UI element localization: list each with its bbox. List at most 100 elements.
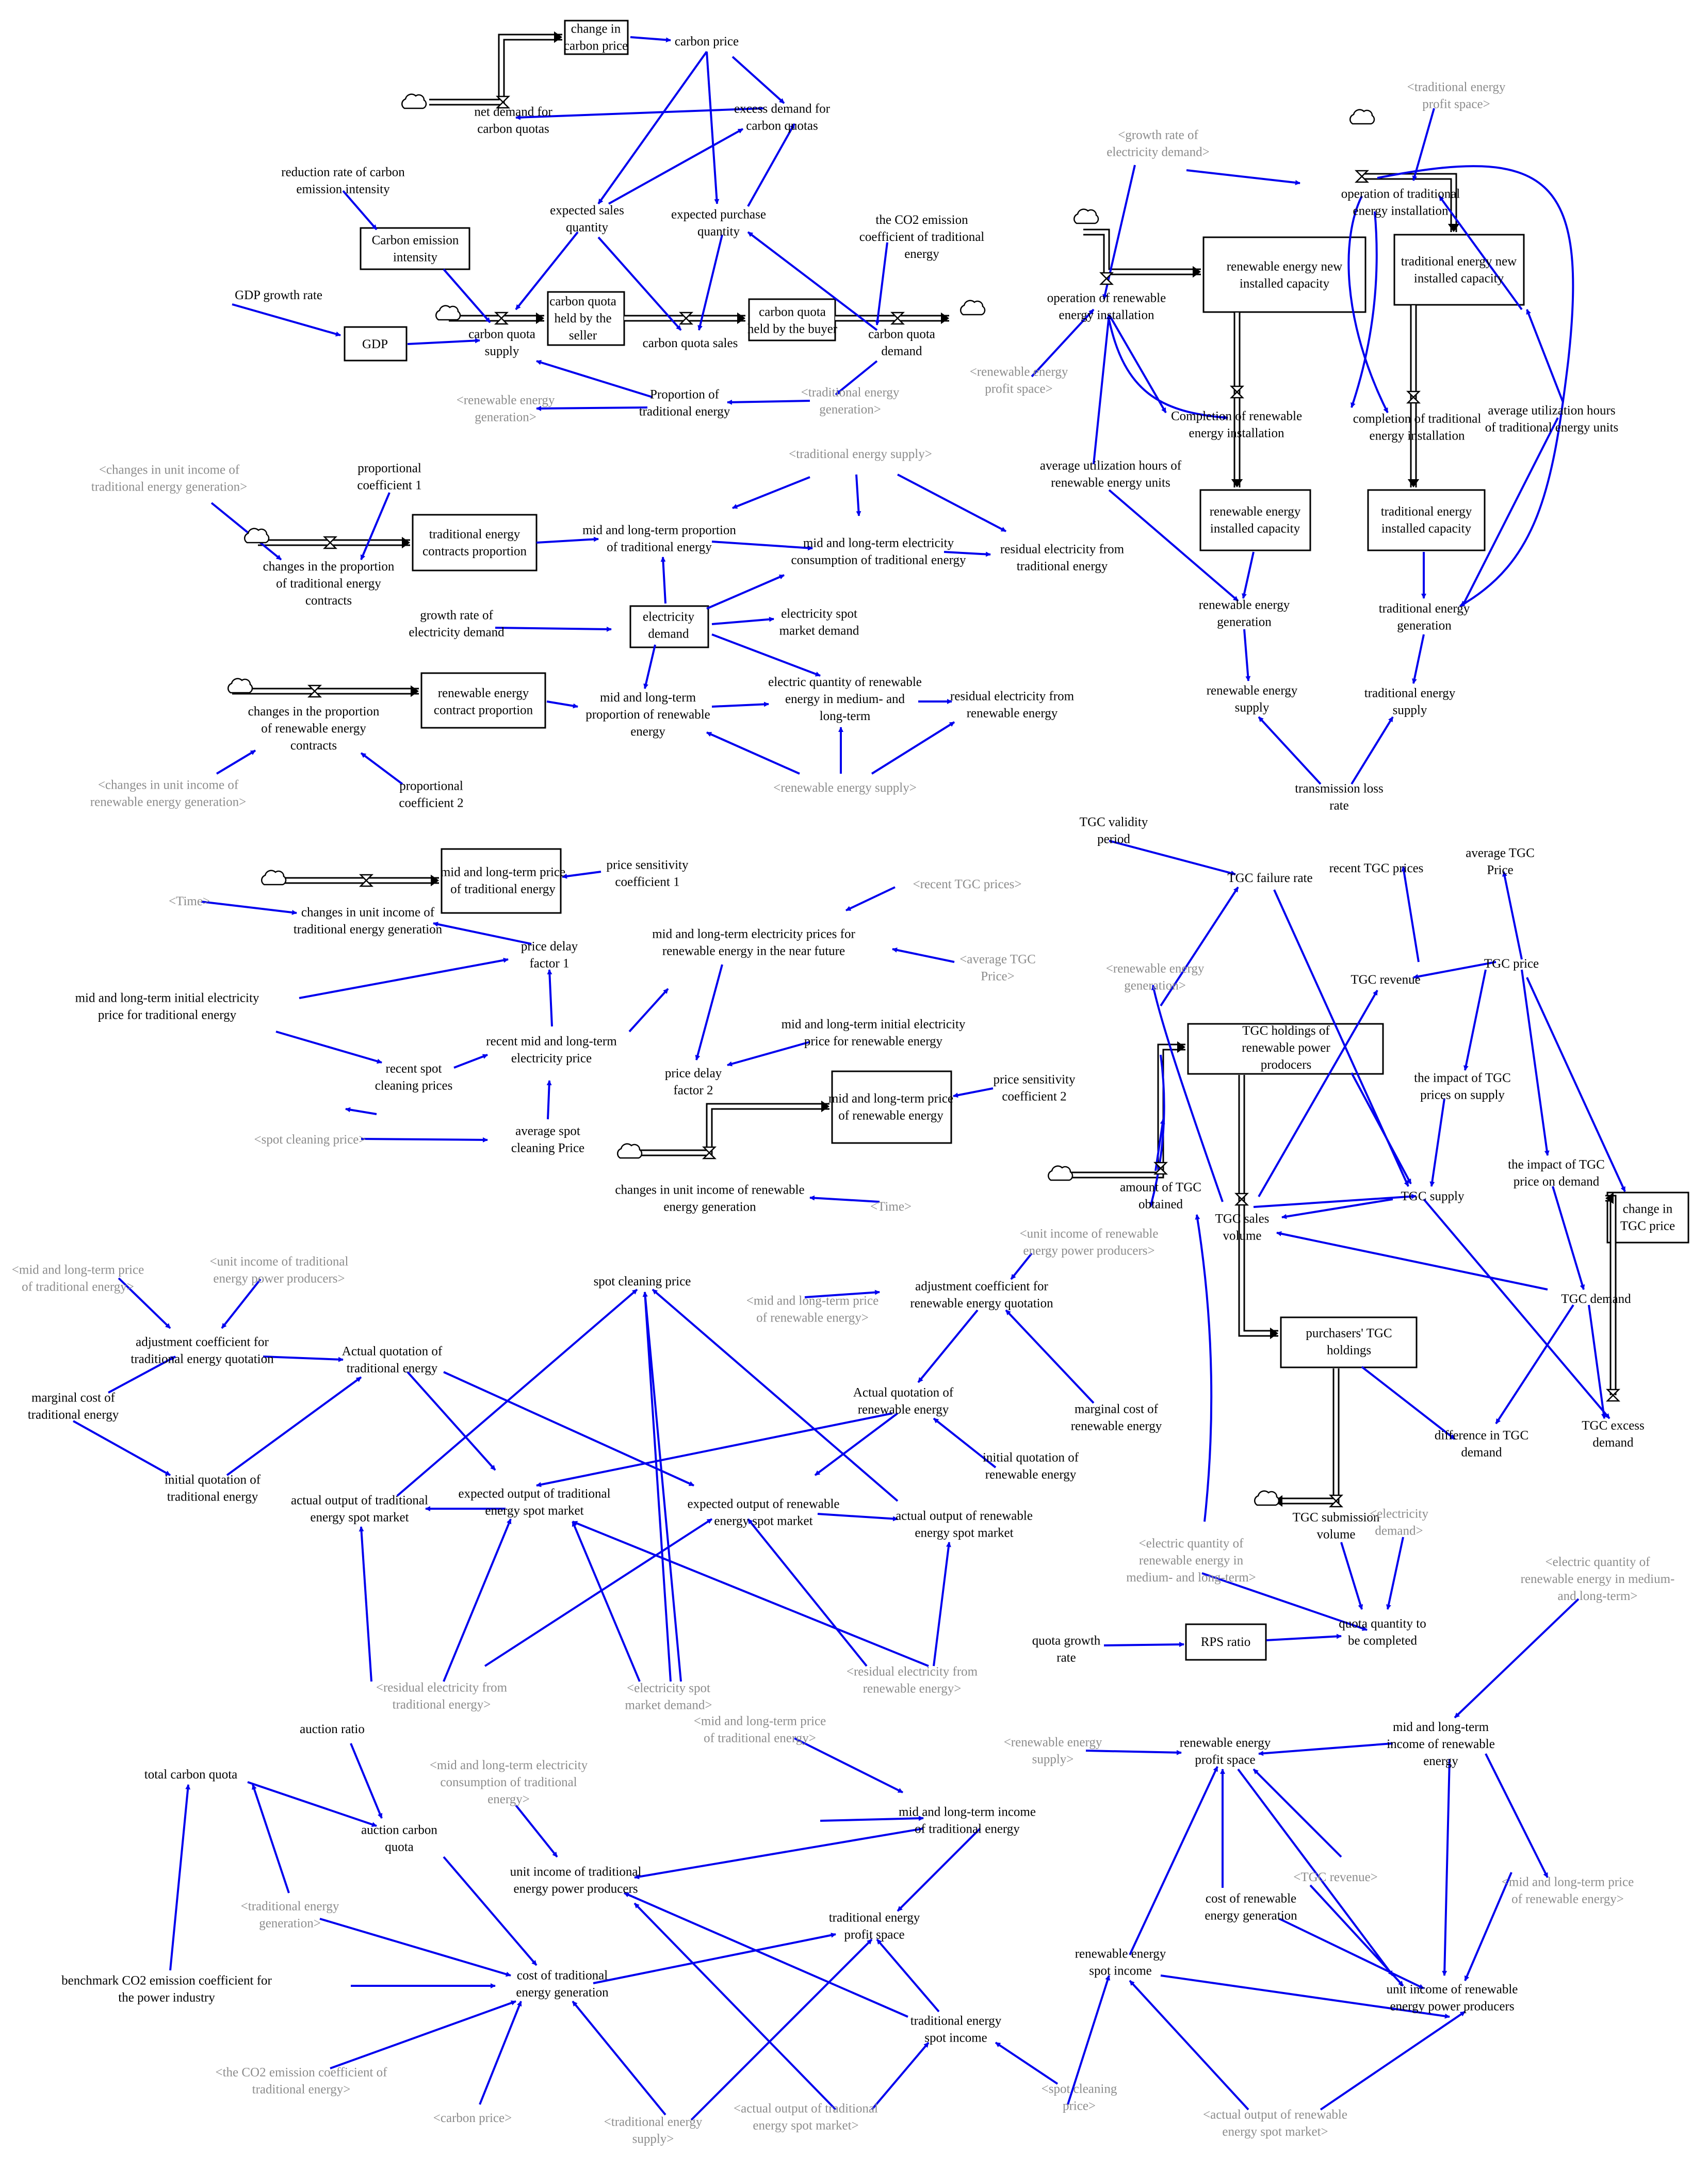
flow-arrowhead: [1193, 266, 1201, 278]
causal-link: [1463, 969, 1487, 1071]
causal-link: [536, 405, 648, 411]
causal-link: [747, 123, 795, 207]
var-tgc-revenue: TGC revenue: [1351, 973, 1420, 987]
stock-box-change-tgc-price: [1606, 1191, 1689, 1244]
causal-link: [1253, 1194, 1417, 1208]
causal-link: [1552, 1186, 1585, 1290]
valve-icon: [307, 684, 322, 698]
causal-link: [263, 1356, 344, 1362]
causal-link: [817, 1513, 898, 1522]
var-total-carbon-quota: total carbon quota: [144, 1768, 238, 1782]
stock-box-carbon-emission-intensity: [360, 227, 470, 270]
causal-link: [871, 721, 955, 775]
causal-link: [1401, 866, 1420, 962]
causal-link: [1186, 169, 1300, 185]
causal-link: [804, 1289, 880, 1298]
causal-link: [443, 1519, 512, 1682]
causal-link: [1108, 319, 1228, 420]
flow-arrowhead: [402, 536, 410, 549]
flow-arrowhead: [1605, 1192, 1614, 1204]
causal-link: [1429, 1098, 1445, 1187]
causal-link: [1351, 716, 1394, 785]
cloud-icon: [243, 528, 270, 544]
causal-link: [1340, 1542, 1363, 1610]
causal-link: [221, 1278, 262, 1329]
flow-arrowhead: [554, 31, 562, 43]
causal-link: [453, 1054, 488, 1069]
valve-icon: [1605, 1389, 1621, 1402]
causal-link: [1237, 1768, 1394, 1977]
causal-link: [361, 1137, 488, 1142]
causal-link: [1361, 1366, 1456, 1440]
valve-icon: [495, 95, 511, 109]
causal-link: [359, 1526, 372, 1682]
cloud-icon: [616, 1143, 643, 1159]
causal-link: [897, 1827, 981, 1912]
causal-link: [1108, 314, 1167, 414]
causal-link: [360, 492, 391, 560]
causal-link: [608, 128, 743, 205]
causal-link: [1464, 1872, 1512, 1981]
flow-pipe-core: [1274, 1368, 1338, 1503]
flow-arrowhead: [737, 312, 745, 324]
var-auction-ratio: auction ratio: [300, 1722, 365, 1736]
causal-link: [1495, 1304, 1574, 1425]
causal-link: [330, 2000, 516, 2069]
causal-link: [536, 360, 653, 398]
causal-link: [933, 1417, 997, 1468]
causal-link: [546, 1080, 552, 1120]
stock-box-traditional-installed: [1367, 489, 1486, 551]
causal-link: [871, 2042, 930, 2111]
causal-link: [299, 957, 509, 999]
flow-pipe-core: [1083, 230, 1201, 274]
causal-link: [624, 1892, 908, 2018]
causal-link: [1258, 716, 1322, 785]
flow-arrowhead: [1231, 479, 1243, 487]
cloud-icon: [401, 93, 427, 109]
flow-pipe: [1083, 228, 1201, 275]
causal-link: [1201, 1572, 1368, 1631]
causal-link: [515, 231, 579, 311]
causal-link: [845, 886, 896, 911]
causal-link: [727, 1041, 810, 1067]
causal-link: [1005, 1309, 1095, 1404]
causal-link: [706, 731, 800, 775]
var-carbon-quota-sales: carbon quota sales: [643, 336, 738, 350]
var-tgc-supply: TGC supply: [1401, 1189, 1465, 1203]
var-ghost-ren-supply-1: <renewable energy supply>: [773, 781, 917, 795]
causal-link: [275, 1031, 382, 1064]
valve-icon: [1234, 1193, 1249, 1206]
causal-link: [1279, 1918, 1424, 1989]
var-ghost-trad-supply-1: <traditional energy supply>: [789, 447, 932, 461]
